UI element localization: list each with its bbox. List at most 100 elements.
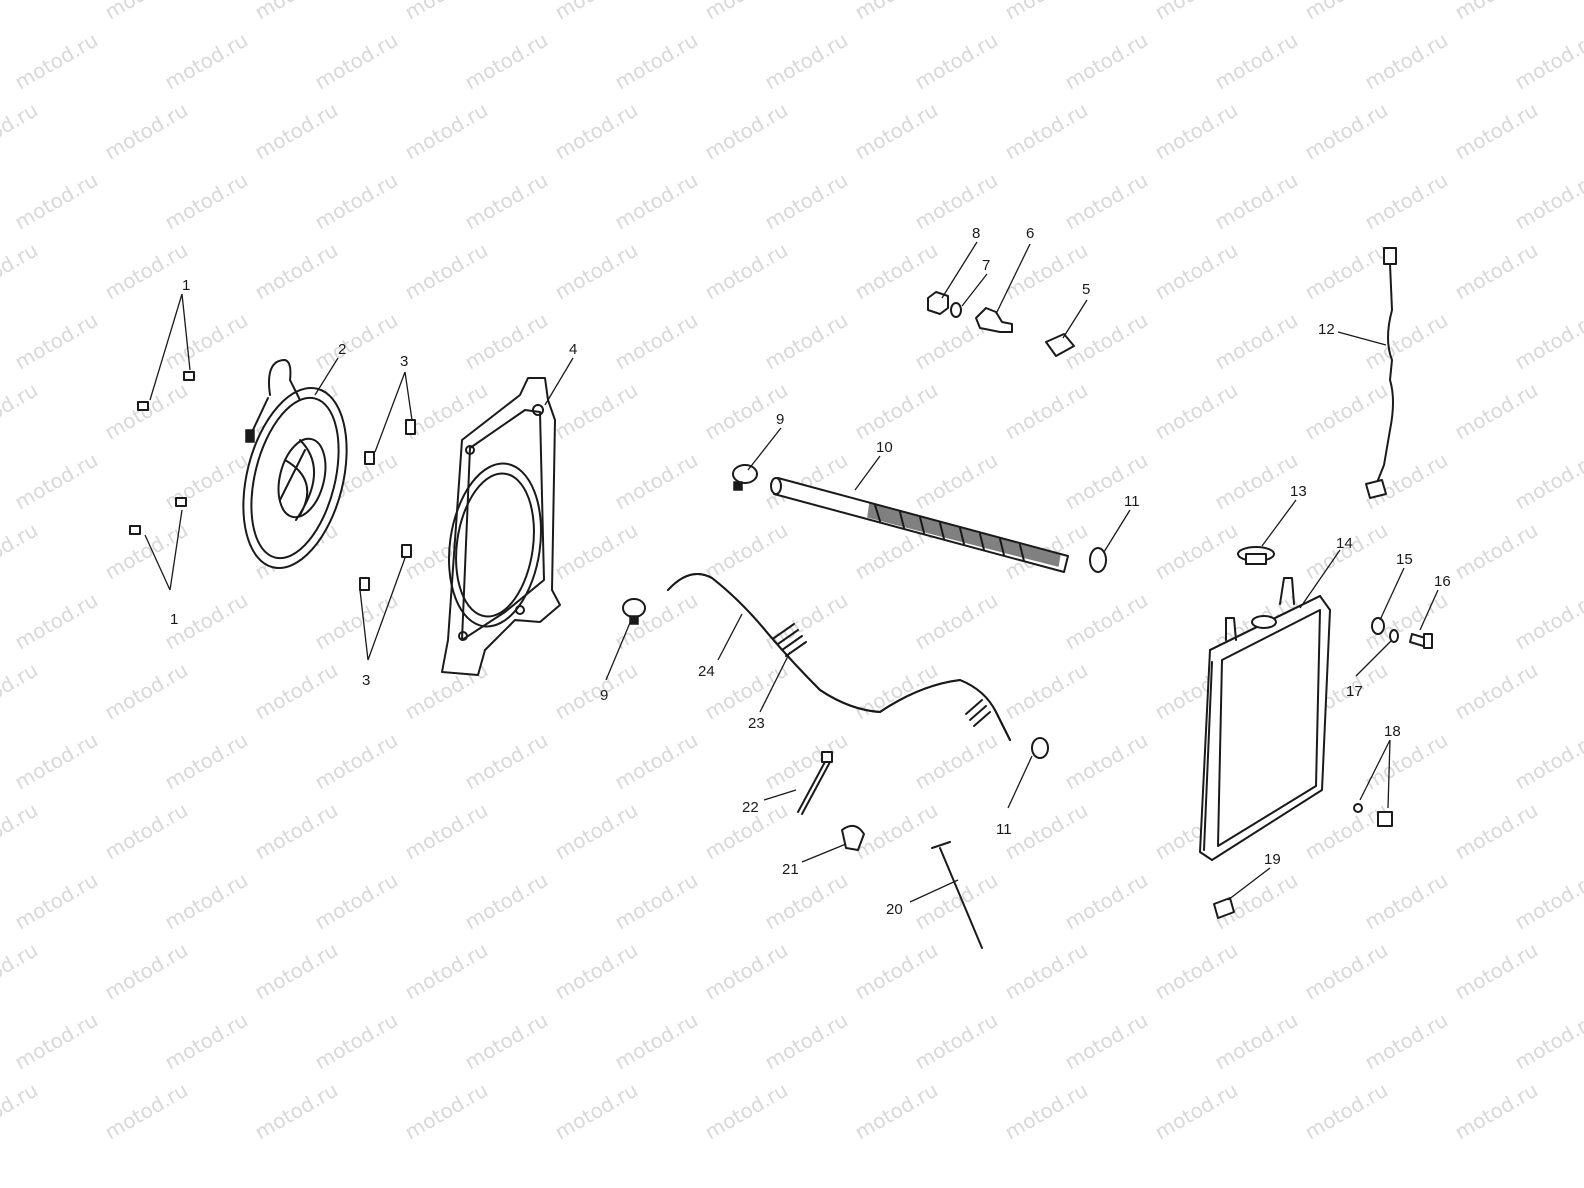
watermark-text: motod.ru — [1511, 168, 1584, 235]
watermark-text: motod.ru — [1301, 938, 1392, 1005]
watermark-text: motod.ru — [611, 448, 702, 515]
watermark-text: motod.ru — [1451, 0, 1542, 24]
watermark-text: motod.ru — [1301, 238, 1392, 305]
watermark-text: motod.ru — [551, 658, 642, 725]
watermark-text: motod.ru — [551, 798, 642, 865]
watermark-text: motod.ru — [0, 798, 42, 865]
watermark-text: motod.ru — [401, 798, 492, 865]
watermark-text: motod.ru — [0, 0, 42, 24]
watermark-text: motod.ru — [0, 378, 42, 445]
watermark-text: motod.ru — [311, 168, 402, 235]
hose-clamps — [622, 464, 758, 625]
watermark-text: motod.ru — [1361, 168, 1452, 235]
watermark-text: motod.ru — [761, 1008, 852, 1075]
watermark-text: motod.ru — [761, 168, 852, 235]
watermark-text: motod.ru — [311, 728, 402, 795]
callout-label: 10 — [876, 439, 893, 456]
watermark-text: motod.ru — [1001, 0, 1092, 24]
watermark-text: motod.ru — [11, 308, 102, 375]
watermark-text: motod.ru — [1451, 658, 1542, 725]
watermark-text: motod.ru — [101, 238, 192, 305]
watermark-text: motod.ru — [1061, 1008, 1152, 1075]
callout-label: 1 — [170, 611, 178, 628]
watermark-text: motod.ru — [11, 448, 102, 515]
watermark-text: motod.ru — [11, 868, 102, 935]
watermark-text: motod.ru — [1301, 98, 1392, 165]
watermark-text: motod.ru — [251, 238, 342, 305]
watermark-text: motod.ru — [1151, 0, 1242, 24]
watermark-text: motod.ru — [161, 168, 252, 235]
callout-label: 17 — [1346, 683, 1363, 700]
watermark-text: motod.ru — [251, 798, 342, 865]
watermark-text: motod.ru — [461, 28, 552, 95]
watermark-text: motod.ru — [1511, 588, 1584, 655]
callout-label: 8 — [972, 225, 980, 242]
watermark-text: motod.ru — [851, 98, 942, 165]
watermark-text: motod.ru — [701, 98, 792, 165]
watermark-text: motod.ru — [551, 98, 642, 165]
watermark-text: motod.ru — [101, 518, 192, 585]
watermark-text: motod.ru — [1361, 28, 1452, 95]
watermark-text: motod.ru — [101, 938, 192, 1005]
watermark-text: motod.ru — [401, 1078, 492, 1145]
watermark-text: motod.ru — [1001, 658, 1092, 725]
watermark-text: motod.ru — [251, 98, 342, 165]
watermark-text: motod.ru — [1361, 728, 1452, 795]
watermark-text: motod.ru — [101, 798, 192, 865]
watermark-text: motod.ru — [1001, 98, 1092, 165]
watermark-text: motod.ru — [551, 378, 642, 445]
shroud-nuts — [359, 419, 416, 591]
watermark-text: motod.ru — [851, 378, 942, 445]
watermark-text: motod.ru — [551, 518, 642, 585]
watermark-text: motod.ru — [851, 0, 942, 24]
watermark-text: motod.ru — [1301, 1078, 1392, 1145]
callout-label: 1 — [182, 277, 190, 294]
callout-label: 2 — [338, 341, 346, 358]
callout-label: 22 — [742, 799, 759, 816]
watermark-text: motod.ru — [611, 588, 702, 655]
watermark-text: motod.ru — [0, 938, 42, 1005]
watermark-text: motod.ru — [1361, 868, 1452, 935]
watermark-text: motod.ru — [761, 28, 852, 95]
callout-label: 24 — [698, 663, 715, 680]
watermark-text: motod.ru — [161, 728, 252, 795]
watermark-text: motod.ru — [1511, 868, 1584, 935]
radiator-cap — [1237, 546, 1275, 565]
callout-labels: 1 1 2 3 3 4 5 6 7 8 9 9 10 11 11 12 13 1… — [170, 225, 1451, 918]
watermark-text: motod.ru — [911, 588, 1002, 655]
watermark-text: motod.ru — [101, 658, 192, 725]
watermark-text: motod.ru — [161, 448, 252, 515]
watermark-text: motod.ru — [1001, 938, 1092, 1005]
watermark-text: motod.ru — [1211, 168, 1302, 235]
watermark-text: motod.ru — [311, 28, 402, 95]
callout-label: 15 — [1396, 551, 1413, 568]
watermark-text: motod.ru — [251, 938, 342, 1005]
watermark-text: motod.ru — [0, 238, 42, 305]
watermark-text: motod.ru — [911, 168, 1002, 235]
watermark-text: motod.ru — [11, 1008, 102, 1075]
lower-hose — [667, 573, 1011, 741]
watermark-text: motod.ru — [611, 728, 702, 795]
watermark-text: motod.ru — [911, 28, 1002, 95]
callout-label: 12 — [1318, 321, 1335, 338]
watermark-text: motod.ru — [401, 0, 492, 24]
watermark-text: motod.ru — [1451, 98, 1542, 165]
fan-screws — [129, 371, 195, 535]
push-pin — [797, 751, 833, 815]
watermark-text: motod.ru — [851, 1078, 942, 1145]
watermark-text: motod.ru — [1451, 238, 1542, 305]
watermark-text: motod.ru — [1301, 0, 1392, 24]
small-clamps — [1031, 547, 1107, 759]
watermark-text: motod.ru — [1211, 448, 1302, 515]
callout-label: 18 — [1384, 723, 1401, 740]
watermark-text: motod.ru — [0, 1078, 42, 1145]
watermark-text: motod.ru — [1061, 168, 1152, 235]
watermark-text: motod.ru — [161, 868, 252, 935]
watermark-text: motod.ru — [11, 588, 102, 655]
watermark-text: motod.ru — [0, 658, 42, 725]
watermark-text: motod.ru — [761, 308, 852, 375]
watermark-text: motod.ru — [1511, 728, 1584, 795]
watermark-text: motod.ru — [1061, 308, 1152, 375]
callout-label: 4 — [569, 341, 577, 358]
watermark-text: motod.ru — [161, 1008, 252, 1075]
